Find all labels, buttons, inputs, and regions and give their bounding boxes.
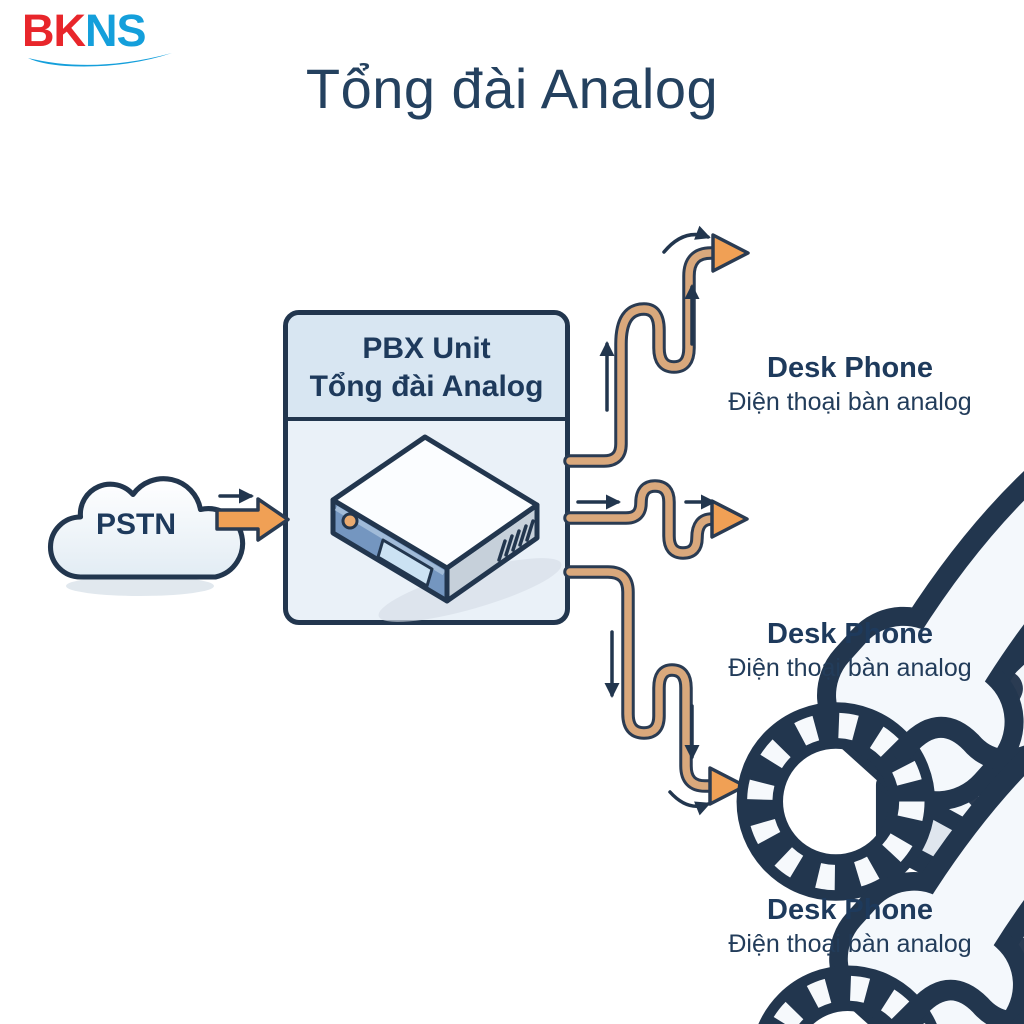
cable-to-phone-2: [563, 479, 749, 560]
desk-phone-name: Desk Phone: [767, 894, 933, 926]
orange-arrow-icon: [708, 766, 747, 806]
page-title: Tổng đài Analog: [305, 57, 719, 120]
flow-arrow-icon: [662, 225, 711, 254]
phone-2-label: Desk Phone Điện thoại bàn analog: [700, 618, 1000, 683]
orange-arrow-icon: [711, 233, 750, 273]
pbx-title-line2: Tổng đài Analog: [309, 370, 544, 403]
pbx-title-line1: PBX Unit: [362, 331, 491, 365]
pbx-box-header: PBX Unit Tổng đài Analog: [288, 315, 565, 421]
cable-to-phone-1: [563, 233, 750, 468]
flow-arrow-icon: [668, 790, 711, 816]
phone-1-label: Desk Phone Điện thoại bàn analog: [700, 352, 1000, 417]
desk-phone-name: Desk Phone: [767, 352, 933, 384]
bkns-logo: BKNS: [22, 8, 176, 72]
logo-text-blue: NS: [85, 5, 147, 56]
desk-phone-description: Điện thoại bàn analog: [728, 654, 972, 682]
phone-3-label: Desk Phone Điện thoại bàn analog: [700, 894, 1000, 959]
pbx-device-icon: [330, 434, 562, 622]
logo-text-red: BK: [22, 5, 86, 56]
desk-phone-description: Điện thoại bàn analog: [728, 930, 972, 958]
pstn-cloud-icon: [48, 476, 246, 596]
desk-phone-description: Điện thoại bàn analog: [728, 388, 972, 416]
pstn-label: PSTN: [95, 508, 176, 541]
orange-arrow-icon: [215, 497, 290, 542]
logo-text: BKNS: [22, 5, 147, 56]
cable-to-phone-3: [563, 565, 747, 806]
logo-swoosh-icon: [28, 53, 172, 67]
orange-arrow-icon: [710, 499, 749, 539]
desk-phone-name: Desk Phone: [767, 618, 933, 650]
